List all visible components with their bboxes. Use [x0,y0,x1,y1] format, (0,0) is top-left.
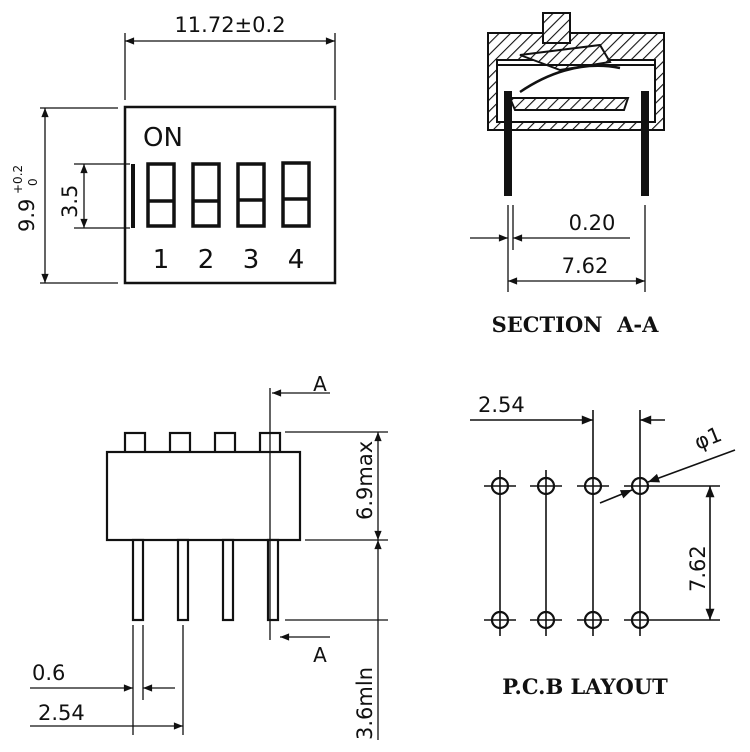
pin-width-label: 0.6 [32,661,65,685]
section-marker-bottom: A [313,643,327,667]
body-height-label: 6.9max [353,441,377,520]
pin-length-label: 3.6mln [353,667,377,740]
on-label: ON [143,123,183,153]
switch-actuators [146,161,311,228]
switch-number-3: 3 [243,245,260,275]
section-caption: SECTION A-A [492,312,659,337]
switch-number-2: 2 [198,245,215,275]
section-view [487,12,665,196]
hole-diameter-label: φ1 [691,422,725,454]
row-pitch-label: 7.62 [562,254,609,278]
side-view [105,431,302,622]
pcb-pitch-label: 2.54 [478,393,525,417]
switch-number-4: 4 [288,245,305,275]
pcb-layout-caption: P.C.B LAYOUT [502,674,668,699]
top-view [40,33,337,285]
height-tolerance-plus: +0.2 [11,165,25,194]
pcb-row-spacing-label: 7.62 [686,545,710,592]
switch-body-outline [123,105,337,285]
height-tolerance-minus: 0 [26,178,40,186]
pin-thickness-label: 0.20 [569,211,616,235]
switch-length-label: 3.5 [58,185,82,218]
section-marker-top: A [313,372,327,396]
switch-number-1: 1 [153,245,170,275]
height-dimension-label: 9.9 [15,199,39,232]
pcb-layout [470,410,736,636]
width-dimension-label: 11.72±0.2 [174,13,285,37]
pin-pitch-label: 2.54 [38,701,85,725]
